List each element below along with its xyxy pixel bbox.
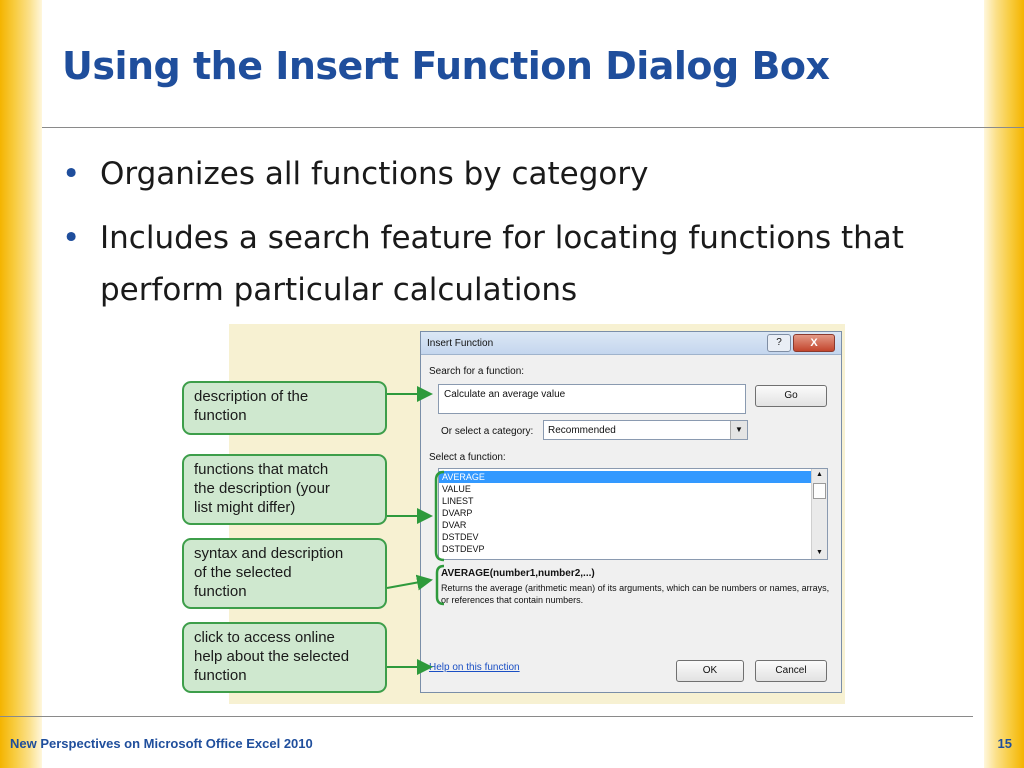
ok-button[interactable]: OK bbox=[676, 660, 744, 682]
chevron-down-icon[interactable]: ▼ bbox=[730, 421, 747, 439]
dialog-titlebar[interactable]: Insert Function ? X bbox=[421, 332, 841, 355]
callout-description: description of the function bbox=[182, 381, 387, 435]
left-gold-border bbox=[0, 0, 42, 768]
close-icon[interactable]: X bbox=[793, 334, 835, 352]
callout-syntax: syntax and description of the selected f… bbox=[182, 538, 387, 609]
function-description: Returns the average (arithmetic mean) of… bbox=[441, 583, 830, 605]
help-link[interactable]: Help on this function bbox=[429, 662, 520, 673]
list-item[interactable]: AVERAGE bbox=[439, 471, 811, 483]
bullet-item: •Includes a search feature for locating … bbox=[62, 212, 992, 316]
title-divider bbox=[42, 127, 1024, 128]
list-item[interactable]: LINEST bbox=[442, 496, 474, 506]
list-item[interactable]: DVAR bbox=[442, 520, 467, 530]
search-input[interactable]: Calculate an average value bbox=[438, 384, 746, 414]
list-item[interactable]: DSTDEV bbox=[442, 532, 479, 542]
connector-arrow bbox=[386, 574, 433, 591]
category-label: Or select a category: bbox=[441, 426, 534, 437]
slide-title: Using the Insert Function Dialog Box bbox=[62, 44, 830, 88]
syntax-bracket bbox=[435, 564, 445, 606]
category-select-value: Recommended bbox=[548, 425, 616, 436]
bullet-list: •Organizes all functions by category •In… bbox=[62, 148, 992, 328]
category-select[interactable]: Recommended ▼ bbox=[543, 420, 748, 440]
select-function-label: Select a function: bbox=[429, 452, 506, 463]
dialog-title: Insert Function bbox=[427, 338, 494, 349]
list-item[interactable]: VALUE bbox=[442, 484, 471, 494]
function-list[interactable]: AVERAGE VALUE LINEST DVARP DVAR DSTDEV D… bbox=[438, 468, 828, 560]
help-icon[interactable]: ? bbox=[767, 334, 791, 352]
go-button[interactable]: Go bbox=[755, 385, 827, 407]
callout-matching-functions: functions that match the description (yo… bbox=[182, 454, 387, 525]
bullet-dot-icon: • bbox=[62, 220, 81, 256]
list-item[interactable]: DVARP bbox=[442, 508, 473, 518]
insert-function-dialog: Insert Function ? X Search for a functio… bbox=[420, 331, 842, 693]
right-gold-border bbox=[984, 0, 1024, 768]
scroll-up-icon[interactable]: ▲ bbox=[816, 471, 823, 478]
search-input-value: Calculate an average value bbox=[444, 389, 566, 400]
search-label: Search for a function: bbox=[429, 366, 525, 377]
function-list-items: AVERAGE VALUE LINEST DVARP DVAR DSTDEV D… bbox=[439, 471, 811, 555]
bullet-item: •Organizes all functions by category bbox=[62, 148, 992, 200]
footer-divider bbox=[0, 716, 973, 717]
function-syntax: AVERAGE(number1,number2,...) bbox=[441, 568, 595, 579]
footer-text: New Perspectives on Microsoft Office Exc… bbox=[10, 736, 313, 751]
scroll-down-icon[interactable]: ▼ bbox=[816, 549, 823, 556]
cancel-button[interactable]: Cancel bbox=[755, 660, 827, 682]
list-bracket bbox=[434, 470, 445, 562]
callout-online-help: click to access online help about the se… bbox=[182, 622, 387, 693]
function-list-scrollbar[interactable]: ▲ ▼ bbox=[811, 469, 827, 559]
scroll-thumb[interactable] bbox=[813, 483, 826, 499]
page-number: 15 bbox=[997, 736, 1012, 751]
list-item[interactable]: DSTDEVP bbox=[442, 544, 485, 554]
bullet-dot-icon: • bbox=[62, 156, 81, 192]
